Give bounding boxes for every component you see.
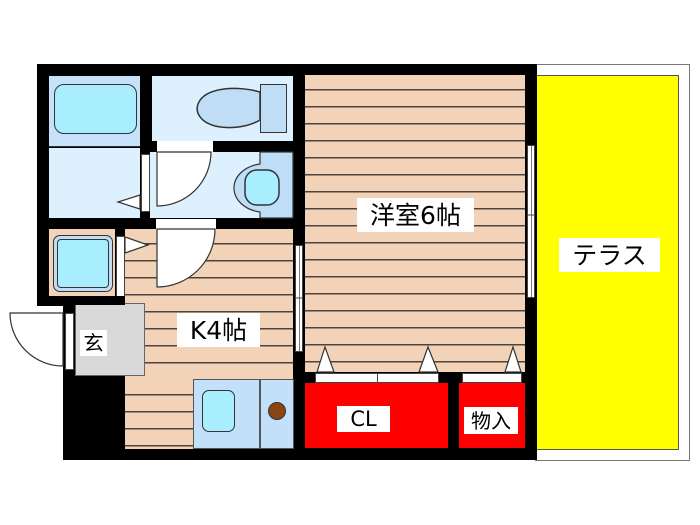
kitchen-floor-lower: [125, 379, 193, 449]
washroom-left: [49, 148, 140, 218]
terrace-window: [527, 145, 535, 298]
kitchen-floor: [125, 229, 293, 379]
washing-machine-drum: [57, 239, 109, 288]
kitchen-sink: [202, 390, 235, 432]
counter-divider: [259, 379, 261, 449]
storage-label: 物入: [464, 407, 518, 434]
closet-door-divider: [377, 373, 378, 383]
stove-burner-icon: [268, 402, 286, 420]
closet-label: CL: [337, 406, 390, 432]
kitchen-window: [295, 245, 303, 352]
wall-above-entrance: [37, 296, 125, 305]
washer-door-jamb: [116, 236, 125, 297]
storage-door: [462, 373, 522, 383]
entrance-door-swing-icon: [9, 312, 64, 367]
entrance-door-jamb: [65, 313, 74, 370]
kitchen-door-opening: [156, 219, 216, 229]
terrace-label: テラス: [559, 238, 660, 272]
bathroom-door-jamb: [141, 154, 150, 212]
entrance-label: 玄: [80, 330, 107, 356]
western-room-label: 洋室6帖: [357, 198, 474, 232]
kitchen-label: K4帖: [177, 313, 260, 347]
bathtub: [54, 84, 137, 134]
toilet-door-opening: [157, 141, 213, 152]
washroom-right: [150, 152, 293, 218]
toilet-tank: [260, 84, 287, 133]
